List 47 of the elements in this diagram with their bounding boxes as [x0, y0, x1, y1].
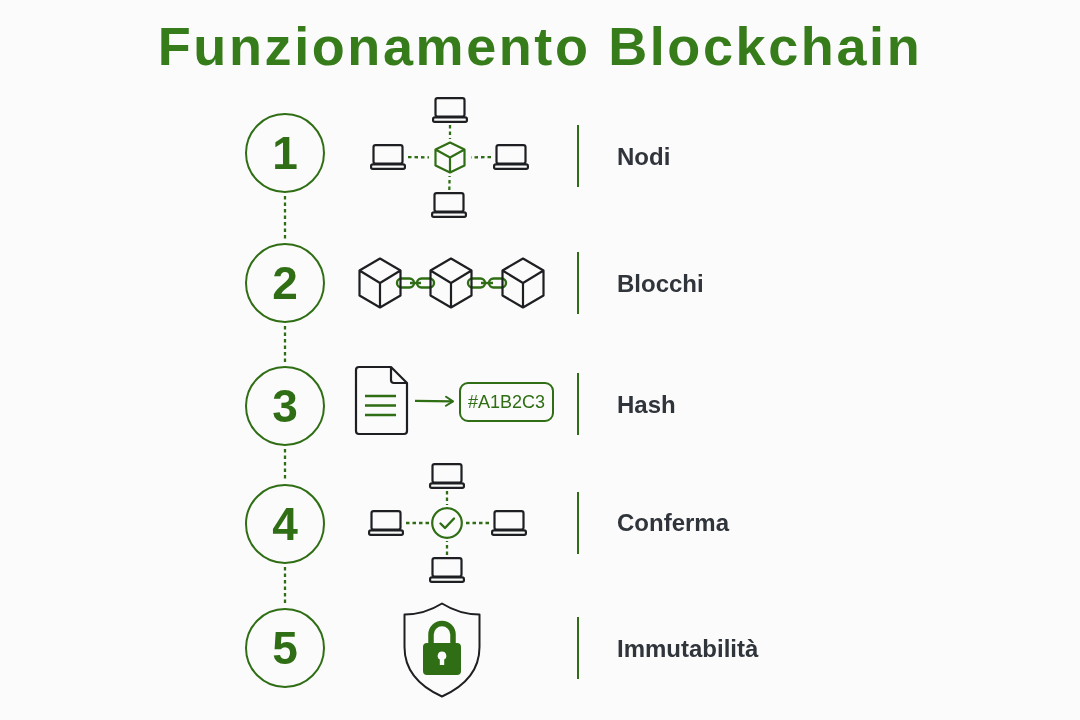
cube-icon	[358, 257, 402, 309]
step-label: Hash	[617, 390, 676, 420]
title: Funzionamento Blockchain	[157, 15, 923, 78]
step-circle	[245, 484, 325, 564]
dashed-line	[283, 567, 287, 605]
dashed-line	[448, 125, 452, 139]
dashed-line	[406, 521, 429, 525]
dashed-line	[471, 156, 491, 159]
step-number: 3	[272, 383, 298, 429]
chain-link-connector	[395, 277, 436, 289]
dashed-line	[465, 521, 489, 525]
dashed-line	[445, 541, 449, 555]
laptop-icon	[431, 192, 467, 218]
step-label: Immutabilità	[617, 634, 759, 664]
step-label: Blocchi	[617, 269, 704, 299]
step-number: 4	[272, 501, 298, 547]
step-number: 1	[272, 130, 298, 176]
chain-link-connector	[466, 277, 508, 289]
step-circle	[245, 366, 325, 446]
step-label: Nodi	[617, 142, 671, 172]
hash-box	[459, 382, 554, 422]
cube-icon	[429, 257, 473, 309]
dashed-line	[408, 156, 429, 159]
dashed-line	[448, 175, 451, 191]
laptop-icon	[493, 144, 529, 170]
laptop-icon	[429, 557, 465, 583]
document-icon	[353, 365, 409, 436]
dashed-line	[445, 491, 449, 505]
dashed-line	[283, 449, 287, 481]
laptop-icon	[429, 463, 465, 489]
laptop-icon	[491, 510, 527, 536]
step-number: 5	[272, 625, 298, 671]
step-number: 2	[272, 260, 298, 306]
laptop-icon	[370, 144, 406, 170]
checkmark-circle-icon	[431, 507, 463, 539]
step-circle	[245, 113, 325, 193]
cube-icon	[434, 141, 466, 174]
step-circle	[245, 243, 325, 323]
laptop-icon	[432, 97, 468, 123]
arrow	[415, 395, 454, 407]
hash-value: #A1B2C3	[467, 393, 546, 411]
step-circle	[245, 608, 325, 688]
step-label: Conferma	[617, 508, 730, 538]
dashed-line	[283, 196, 287, 240]
dashed-line	[283, 326, 287, 363]
laptop-icon	[368, 510, 404, 536]
cube-icon	[501, 257, 545, 309]
